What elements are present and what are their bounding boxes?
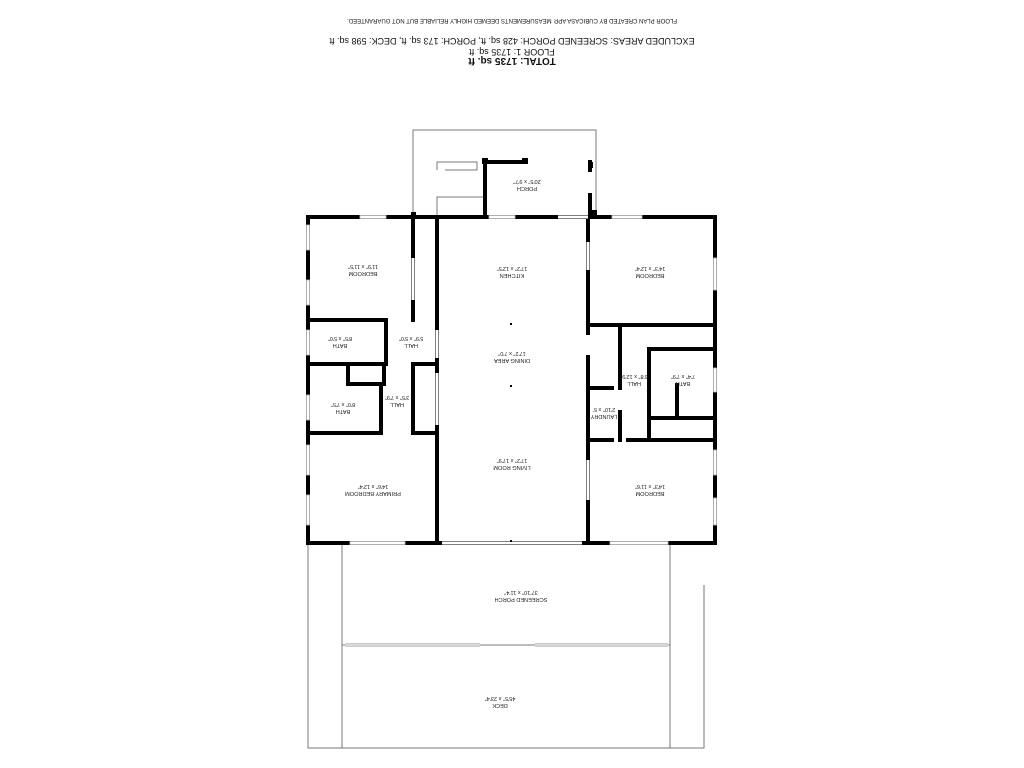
svg-text:17'2" x 7'0": 17'2" x 7'0" — [498, 350, 526, 356]
svg-text:PORCH: PORCH — [517, 185, 537, 191]
deck-outline — [307, 544, 705, 749]
svg-text:2'10" x 5': 2'10" x 5' — [593, 406, 615, 412]
label-hall-w1: HALL 5'9" x 5'0" — [399, 335, 423, 348]
svg-text:KITCHEN: KITCHEN — [500, 272, 525, 278]
svg-text:17'2" x 17'9": 17'2" x 17'9" — [497, 457, 528, 463]
svg-text:14'3" x 12'4": 14'3" x 12'4" — [635, 265, 666, 271]
label-screened-porch: SCREENED PORCH 37'10" x 11'4" — [495, 589, 548, 602]
svg-text:LIVING ROOM: LIVING ROOM — [493, 464, 531, 470]
posts — [411, 158, 597, 542]
porch-outline — [412, 129, 597, 215]
room-labels: PORCH 20'5" x 9'7" BEDROOM 11'9" x 11'5"… — [328, 178, 695, 708]
label-living: LIVING ROOM 17'2" x 17'9" — [493, 457, 531, 470]
label-deck: DECK 45'5" x 23'4" — [485, 695, 516, 708]
svg-text:LAUNDRY: LAUNDRY — [590, 413, 617, 419]
svg-text:37'10" x 11'4": 37'10" x 11'4" — [504, 589, 537, 595]
label-hall-w2: HALL 3'5" x 7'9" — [385, 394, 409, 407]
label-hall-e: HALL 6'8" x 12'9" — [620, 373, 648, 386]
excluded-areas: EXCLUDED AREAS: SCREENED PORCH: 428 sq. … — [329, 36, 695, 46]
svg-text:DECK: DECK — [492, 702, 508, 708]
svg-text:BEDROOM: BEDROOM — [348, 270, 377, 276]
svg-text:11'9" x 11'5": 11'9" x 11'5" — [348, 263, 378, 269]
label-bedroom-ne: BEDROOM 14'3" x 12'4" — [635, 265, 666, 278]
porch-step — [436, 161, 478, 171]
svg-text:14'6" x 12'4": 14'6" x 12'4" — [358, 483, 389, 489]
svg-text:7'4" x 7'9": 7'4" x 7'9" — [671, 373, 695, 379]
floor-area: FLOOR 1: 1735 sq. ft — [469, 47, 555, 57]
label-bedroom-nw: BEDROOM 11'9" x 11'5" — [348, 263, 378, 276]
label-bath-w1: BATH 8'5" x 5'0" — [328, 335, 352, 348]
svg-text:DINING AREA: DINING AREA — [494, 357, 530, 363]
svg-text:6'8" x 12'9": 6'8" x 12'9" — [620, 373, 648, 379]
svg-text:17'2" x 12'5": 17'2" x 12'5" — [497, 265, 528, 271]
porch-inner-line — [436, 196, 485, 215]
svg-text:HALL: HALL — [627, 380, 641, 386]
label-bath-w2: BATH 8'0" x 7'5" — [331, 401, 355, 414]
svg-text:8'5" x 5'0": 8'5" x 5'0" — [328, 335, 352, 341]
svg-text:BEDROOM: BEDROOM — [635, 490, 664, 496]
screened-porch-outline — [341, 544, 671, 646]
svg-text:20'5" x 9'7": 20'5" x 9'7" — [513, 178, 541, 184]
svg-text:14'3" x 11'6": 14'3" x 11'6" — [635, 483, 665, 489]
svg-text:45'5" x 23'4": 45'5" x 23'4" — [485, 695, 516, 701]
svg-text:HALL: HALL — [404, 342, 418, 348]
exterior-outlines — [307, 129, 705, 749]
svg-text:HALL: HALL — [390, 401, 404, 407]
label-dining: DINING AREA 17'2" x 7'0" — [494, 350, 530, 363]
svg-text:5'9" x 5'0": 5'9" x 5'0" — [399, 335, 423, 341]
svg-text:PRIMARY BEDROOM: PRIMARY BEDROOM — [345, 490, 401, 496]
total-area: TOTAL: 1735 sq. ft — [468, 55, 556, 66]
svg-text:BATH: BATH — [336, 408, 351, 414]
svg-text:BATH: BATH — [676, 380, 691, 386]
disclaimer: FLOOR PLAN CREATED BY CUBICASA APP. MEAS… — [347, 17, 677, 23]
label-porch: PORCH 20'5" x 9'7" — [513, 178, 541, 191]
label-primary-bedroom: PRIMARY BEDROOM 14'6" x 12'4" — [345, 483, 401, 496]
svg-text:3'5" x 7'9": 3'5" x 7'9" — [385, 394, 409, 400]
label-kitchen: KITCHEN 17'2" x 12'5" — [497, 265, 528, 278]
svg-text:SCREENED PORCH: SCREENED PORCH — [495, 596, 548, 602]
label-laundry: LAUNDRY 2'10" x 5' — [590, 406, 617, 419]
plan-header: TOTAL: 1735 sq. ft FLOOR 1: 1735 sq. ft … — [329, 17, 695, 66]
wall-openings — [306, 215, 717, 545]
svg-text:BEDROOM: BEDROOM — [635, 272, 664, 278]
svg-text:BATH: BATH — [333, 342, 348, 348]
svg-text:8'0" x 7'5": 8'0" x 7'5" — [331, 401, 355, 407]
window-frames — [306, 215, 717, 545]
label-bath-e: BATH 7'4" x 7'9" — [671, 373, 695, 386]
label-bedroom-se: BEDROOM 14'3" x 11'6" — [635, 483, 665, 496]
